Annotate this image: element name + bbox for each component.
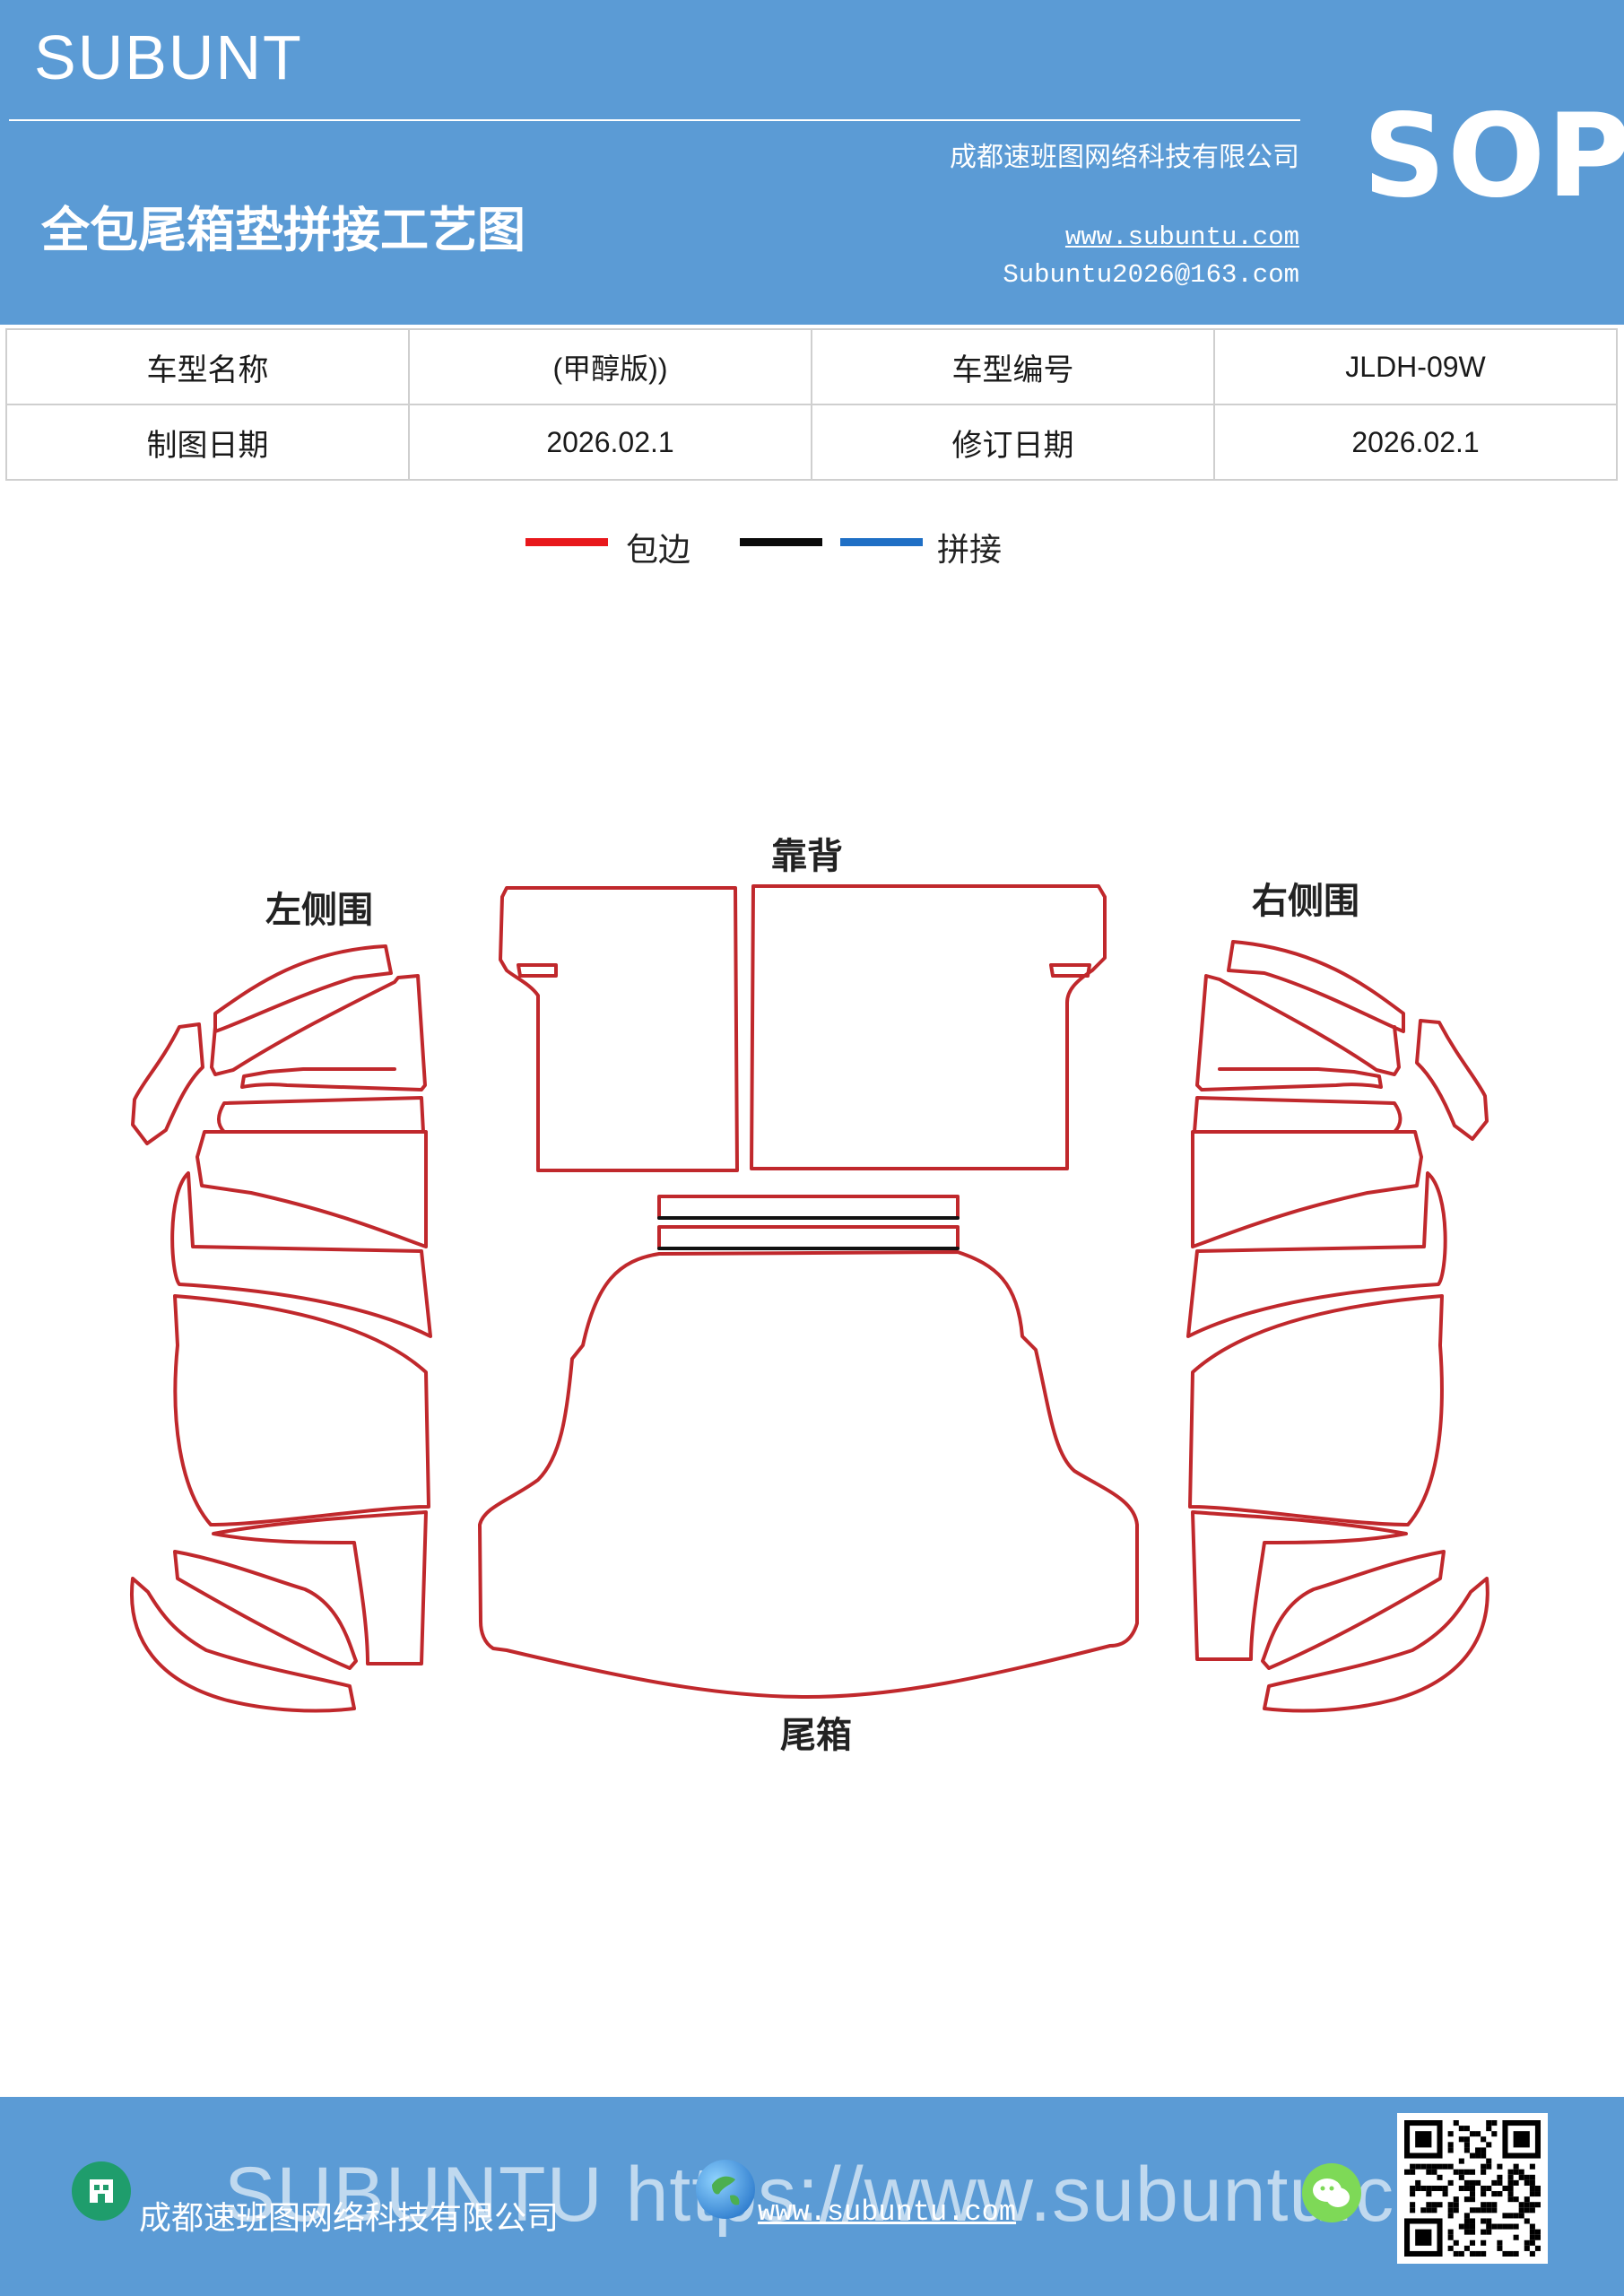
footer-banner: SUBUNTU https://www.subuntu.com 成都速班图网络科… xyxy=(0,2097,1624,2296)
footer-website-link[interactable]: www.subuntu.com xyxy=(758,2196,1017,2229)
legend-label-seam: 拼接 xyxy=(937,532,1003,569)
legend-swatch-black xyxy=(740,538,822,546)
wechat-icon xyxy=(1302,2163,1361,2222)
left-side-label: 左侧围 xyxy=(265,890,373,931)
qr-code xyxy=(1397,2113,1548,2264)
footer-company-name: 成都速班图网络科技有限公司 xyxy=(139,2200,560,2237)
sop-badge: SOP xyxy=(1363,90,1624,223)
document-title: 全包尾箱垫拼接工艺图 xyxy=(41,201,525,258)
vehicle-info-table: 车型名称 (甲醇版)) 车型编号 JLDH-09W 制图日期 2026.02.1… xyxy=(5,328,1618,481)
right-side-panels xyxy=(1186,940,1489,1713)
draw-date-label: 制图日期 xyxy=(5,404,410,481)
footer-watermark: SUBUNTU https://www.subuntu.com xyxy=(224,2152,1504,2238)
building-icon xyxy=(72,2161,131,2221)
model-code-label: 车型编号 xyxy=(811,328,1215,405)
trunk-floor-panel xyxy=(478,1250,1139,1699)
model-name-label: 车型名称 xyxy=(5,328,410,405)
header-banner: SUBUNT 全包尾箱垫拼接工艺图 成都速班图网络科技有限公司 www.subu… xyxy=(0,0,1624,325)
legend-swatch-edge xyxy=(525,538,608,546)
seam-strips xyxy=(657,1195,960,1250)
backrest-label: 靠背 xyxy=(771,836,843,877)
globe-icon xyxy=(696,2160,755,2219)
header-divider xyxy=(9,119,1300,121)
model-code-value: JLDH-09W xyxy=(1213,328,1618,405)
legend-label-edge: 包边 xyxy=(626,532,691,569)
legend-swatch-seam xyxy=(840,538,923,546)
table-row: 制图日期 2026.02.1 修订日期 2026.02.1 xyxy=(5,404,1618,481)
company-name: 成都速班图网络科技有限公司 xyxy=(950,142,1299,173)
backrest-left-panel xyxy=(499,886,739,1172)
website-link[interactable]: www.subuntu.com xyxy=(1064,222,1299,252)
model-name-value: (甲醇版)) xyxy=(408,328,812,405)
left-side-panels xyxy=(130,944,432,1713)
email-address[interactable]: Subuntu2026@163.com xyxy=(1003,260,1299,290)
right-side-label: 右侧围 xyxy=(1252,881,1359,922)
legend: 包边 拼接 xyxy=(0,520,1624,574)
backrest-right-panel xyxy=(750,884,1107,1170)
revision-date-value: 2026.02.1 xyxy=(1213,404,1618,481)
trunk-label: 尾箱 xyxy=(780,1715,852,1756)
revision-date-label: 修订日期 xyxy=(811,404,1215,481)
draw-date-value: 2026.02.1 xyxy=(408,404,812,481)
table-row: 车型名称 (甲醇版)) 车型编号 JLDH-09W xyxy=(5,328,1618,405)
brand-name: SUBUNT xyxy=(34,22,303,92)
